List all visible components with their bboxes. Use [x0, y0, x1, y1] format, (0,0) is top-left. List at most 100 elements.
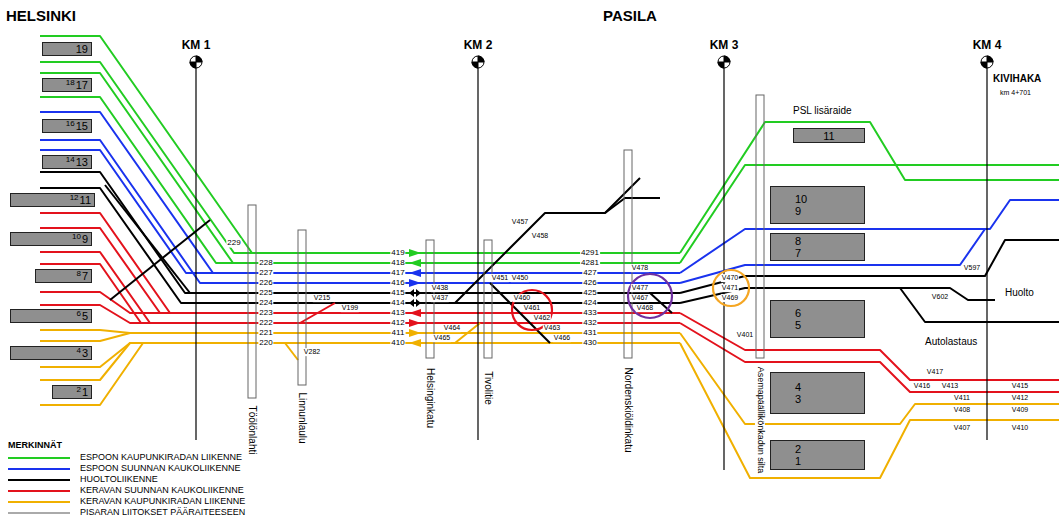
bridge: [756, 95, 764, 358]
track-number: 17: [76, 79, 88, 91]
switch-label: V416: [913, 382, 931, 390]
platform-box: 43: [10, 346, 92, 360]
switch-label: V411: [953, 394, 971, 402]
km-symbol: [472, 56, 484, 68]
platform-box: 65: [770, 300, 865, 338]
area-name: Huolto: [1005, 287, 1034, 298]
track-number: 9: [82, 233, 88, 245]
switch-label: V408: [953, 406, 971, 414]
track: [680, 200, 1059, 273]
switch-label: V410: [1011, 424, 1029, 432]
track-number: 412: [390, 319, 405, 328]
km-symbol: [718, 56, 730, 68]
crossover: [285, 343, 298, 360]
legend-sample: [8, 457, 70, 459]
track-number: 7: [795, 247, 801, 259]
switch-label: V464: [443, 324, 461, 332]
bridge-name: Nordenskiöldinkatu: [623, 367, 634, 452]
platform-box: 21: [52, 385, 92, 399]
switch-label: V463: [543, 324, 561, 332]
bridge: [298, 230, 306, 385]
direction-arrow: [409, 329, 421, 337]
switch-label: V451: [491, 274, 509, 282]
km-position: km 4+701: [1000, 89, 1031, 97]
track: [680, 313, 1059, 380]
track-number: 12: [70, 194, 79, 202]
km-line: [723, 68, 724, 470]
track-number: 2: [795, 443, 801, 455]
track-number: 19: [76, 43, 88, 55]
track-number: 15: [76, 120, 88, 132]
track-number: 4281: [580, 259, 600, 268]
track-number: 6: [76, 310, 80, 318]
track-number: 431: [582, 329, 597, 338]
km-line: [195, 68, 196, 440]
track-number: 10: [72, 233, 81, 241]
track: [40, 97, 262, 263]
direction-arrow: [409, 289, 421, 297]
track-number: 410: [390, 339, 405, 348]
switch-label: V407: [953, 424, 971, 432]
track-number: 6: [795, 307, 801, 319]
switch-label: V415: [1011, 382, 1029, 390]
track: [680, 343, 1059, 478]
platform-box: 1413: [42, 155, 92, 169]
platform-box: 1817: [42, 78, 92, 92]
track-number: 2: [76, 386, 80, 394]
area-name: Autolastaus: [925, 336, 977, 347]
track-number: 11: [80, 194, 91, 206]
switch-label: V457: [511, 218, 529, 226]
station-name: KIVIHAKA: [993, 73, 1041, 84]
switch-label: V478: [631, 264, 649, 272]
km-line: [477, 68, 478, 440]
legend-text: ESPOON KAUPUNKIRADAN LIIKENNE: [80, 453, 242, 463]
track: [255, 322, 680, 324]
track-number: 229: [226, 239, 241, 248]
switch-label: V413: [941, 382, 959, 390]
switch-label: V468: [636, 304, 654, 312]
legend-sample: [8, 468, 70, 470]
switch-label: V597: [963, 264, 981, 272]
track-number: 10: [795, 193, 807, 205]
track-number: 223: [258, 309, 273, 318]
switch-label: V438: [431, 284, 449, 292]
platform-box: 21: [770, 440, 865, 470]
direction-arrow: [409, 259, 421, 267]
track-number: 228: [258, 259, 273, 268]
track: [255, 252, 680, 254]
switch-label: V401: [736, 331, 754, 339]
km-marker: KM 1: [182, 39, 211, 52]
crossover: [300, 303, 335, 323]
track-number: 13: [76, 156, 88, 168]
km-marker: KM 3: [710, 39, 739, 52]
bridge: [248, 205, 256, 398]
switch-label: V450: [511, 274, 529, 282]
track-number: 4: [76, 347, 80, 355]
track-number: 3: [82, 347, 88, 359]
switch-label: V458: [531, 232, 549, 240]
track-number: 417: [390, 269, 405, 278]
platform-box: 87: [35, 269, 92, 283]
track-number: 416: [390, 279, 405, 288]
track-number: 221: [258, 329, 273, 338]
siding-platform: PSL lisäraide11: [793, 104, 865, 143]
legend-sample: [8, 512, 70, 514]
track: [680, 333, 1059, 424]
track-number: 430: [582, 339, 597, 348]
switch-label: V467: [631, 294, 649, 302]
track-number: 413: [390, 309, 405, 318]
track-number: 425: [582, 289, 597, 298]
switch-label: V460: [513, 294, 531, 302]
km-symbol: [981, 56, 993, 68]
track-number: 432: [582, 319, 597, 328]
direction-arrow: [409, 309, 421, 317]
km-symbol: [472, 56, 484, 68]
track-number: 18: [66, 79, 75, 87]
track-number: 1: [795, 455, 801, 467]
switch-label: V437: [431, 294, 449, 302]
km-symbol: [190, 56, 202, 68]
switch-label: V469: [721, 294, 739, 302]
switch-label: V470: [721, 274, 739, 282]
